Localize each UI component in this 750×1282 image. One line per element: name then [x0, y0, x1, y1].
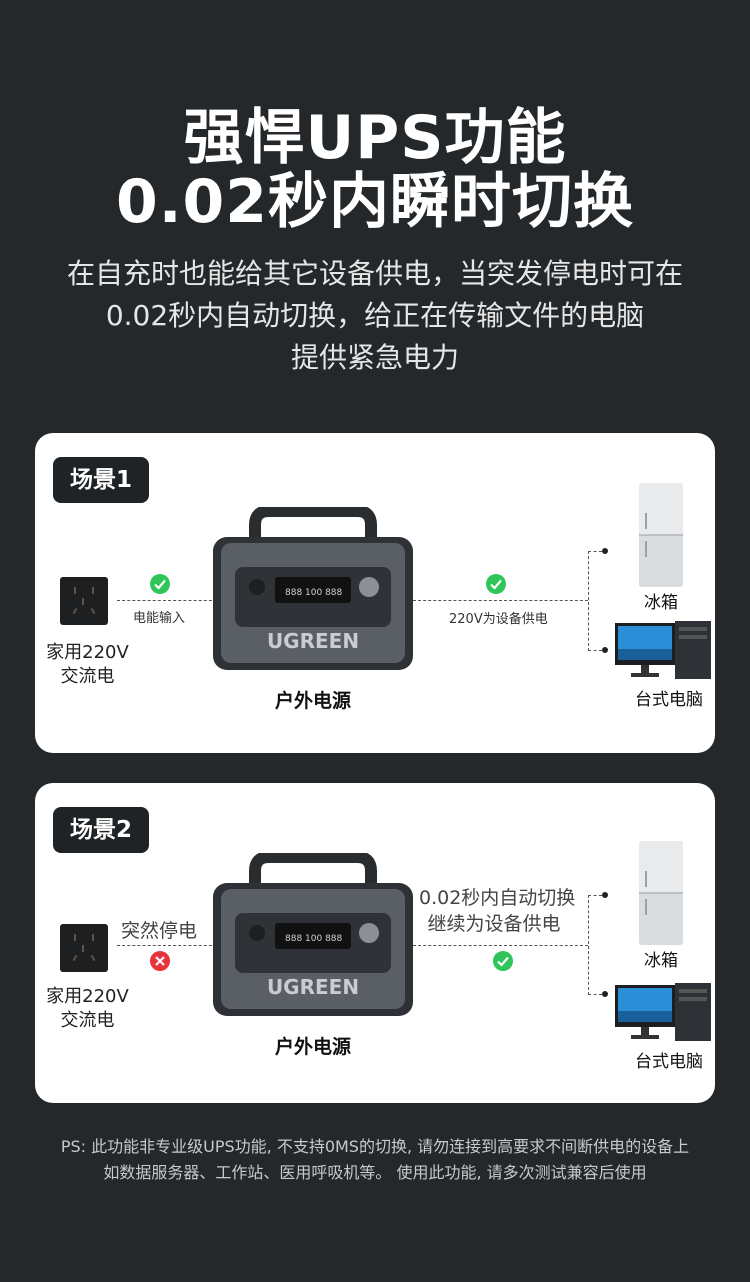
branch-line [588, 895, 589, 995]
check-icon [150, 574, 170, 594]
home-power-label-line1: 家用220V [46, 986, 129, 1007]
branch-dot [602, 548, 608, 554]
wall-outlet-icon [60, 924, 108, 972]
wall-outlet-icon [60, 577, 108, 625]
branch-top [588, 551, 602, 552]
description-line3: 提供紧急电力 [290, 341, 459, 374]
cross-icon [150, 951, 170, 971]
switch-label-line1: 0.02秒内自动切换 [419, 886, 576, 911]
fridge-icon [639, 841, 683, 945]
output-label: 220V为设备供电 [445, 608, 552, 627]
home-power-label-line2: 交流电 [60, 1010, 115, 1031]
pc-label: 台式电脑 [635, 1052, 703, 1072]
branch-bottom [588, 650, 602, 651]
branch-dot [602, 647, 608, 653]
scene2-badge: 场景2 [53, 807, 149, 853]
branch-top [588, 895, 602, 896]
branch-bottom [588, 994, 602, 995]
headline-line1: 强悍UPS功能 [183, 103, 567, 173]
desktop-pc-icon [615, 621, 711, 679]
description-line1: 在自充时也能给其它设备供电，当突发停电时可在 [66, 257, 683, 290]
input-label: 电能输入 [129, 607, 190, 626]
outage-label: 突然停电 [121, 919, 198, 944]
home-power-label-line2: 交流电 [60, 666, 115, 687]
scene2-card: 场景2 家用220V 交流电 突然停电 888 100 888 UGREEN 户… [35, 783, 715, 1103]
home-power-label-line1: 家用220V [46, 642, 129, 663]
svg-text:888 100 888: 888 100 888 [285, 934, 343, 944]
station-brand: UGREEN [267, 629, 359, 653]
station-label: 户外电源 [274, 1036, 351, 1058]
branch-dot [602, 892, 608, 898]
footnote-line1: PS: 此功能非专业级UPS功能, 不支持0MS的切换, 请勿连接到高要求不间断… [60, 1137, 690, 1156]
branch-dot [602, 991, 608, 997]
fridge-icon [639, 483, 683, 587]
scene1-badge: 场景1 [53, 457, 149, 503]
svg-text:888 100 888: 888 100 888 [285, 588, 343, 598]
power-station-image: 888 100 888 UGREEN [213, 853, 413, 1016]
description-line2: 0.02秒内自动切换，给正在传输文件的电脑 [105, 299, 645, 332]
input-line [117, 945, 217, 946]
desktop-pc-icon [615, 983, 711, 1041]
pc-label: 台式电脑 [635, 690, 703, 710]
check-icon [486, 574, 506, 594]
fridge-label: 冰箱 [644, 951, 678, 971]
output-line [413, 945, 588, 946]
station-label: 户外电源 [274, 690, 351, 712]
headline-line2: 0.02秒内瞬时切换 [115, 167, 635, 237]
scene1-card: 场景1 家用220V 交流电 电能输入 888 100 888 UGREEN 户… [35, 433, 715, 753]
branch-line [588, 551, 589, 651]
output-line [413, 600, 588, 601]
footnote-line2: 如数据服务器、工作站、医用呼吸机等。 使用此功能, 请多次测试兼容后使用 [103, 1163, 647, 1182]
switch-label-line2: 继续为设备供电 [419, 912, 569, 937]
input-line [117, 600, 217, 601]
power-station-image: 888 100 888 UGREEN [213, 507, 413, 670]
check-icon [493, 951, 513, 971]
station-brand: UGREEN [267, 975, 359, 999]
fridge-label: 冰箱 [644, 593, 678, 613]
